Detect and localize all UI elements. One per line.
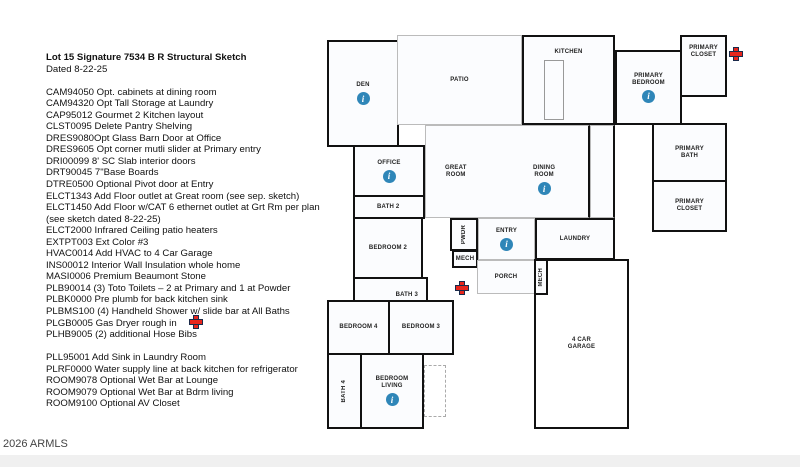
room-label: DEN [356, 82, 370, 88]
notes-date: Dated 8-22-25 [46, 63, 108, 75]
option-item: CAP95012 Gourmet 2 Kitchen layout [46, 109, 204, 121]
room-label: LAUNDRY [559, 235, 591, 242]
option-item: ELCT2000 Infrared Ceiling patio heaters [46, 225, 218, 237]
room-label: KITCHEN [554, 49, 583, 55]
room-office: OFFICE i [353, 145, 425, 197]
room-bedroom-living: BEDROOM LIVING i [360, 353, 424, 429]
option-item: HVAC0014 Add HVAC to 4 Car Garage [46, 248, 213, 260]
option-item: (see sketch dated 8-22-25) [46, 213, 161, 225]
copyright: 2026 ARMLS [3, 438, 68, 450]
room-primary-closet-top: PRIMARY CLOSET [680, 35, 727, 97]
room-bedroom4: BEDROOM 4 [327, 300, 390, 355]
info-icon[interactable]: i [385, 393, 399, 406]
room-label: BEDROOM LIVING [375, 376, 409, 389]
room-bath2: BATH 2 [353, 195, 425, 219]
footer-bar [0, 455, 800, 467]
option-item: PLGB0005 Gas Dryer rough in [46, 317, 177, 329]
room-great-dining [425, 125, 590, 218]
info-icon[interactable]: i [537, 182, 551, 195]
info-icon[interactable]: i [356, 92, 370, 105]
room-bedroom3: BEDROOM 3 [388, 300, 454, 355]
option-item: EXTPT003 Ext Color #3 [46, 236, 149, 248]
room-bedroom2: BEDROOM 2 [353, 217, 423, 279]
red-cross-marker-icon [189, 315, 203, 329]
option-item: PLHB9005 (2) additional Hose Bibs [46, 329, 197, 341]
room-primary-bath: PRIMARY BATH [652, 123, 727, 183]
option-item: CAM94320 Opt Tall Storage at Laundry [46, 98, 214, 110]
notes-title: Lot 15 Signature 7534 B R Structural Ske… [46, 52, 247, 63]
room-entry: ENTRY i [478, 218, 535, 260]
option-item: PLBMS100 (4) Handheld Shower w/ slide ba… [46, 306, 290, 318]
room-patio: PATIO [397, 35, 522, 125]
patio-outline [424, 365, 446, 417]
option-item: ROOM9100 Optional AV Closet [46, 398, 180, 410]
option-item: MASI0006 Premium Beaumont Stone [46, 271, 206, 283]
room-label: PRIMARY BEDROOM [632, 72, 665, 86]
room-label: BEDROOM 4 [339, 324, 378, 330]
room-primary-closet-bottom: PRIMARY CLOSET [652, 180, 727, 232]
red-cross-marker-icon [729, 47, 743, 61]
option-item: PLB90014 (3) Toto Toilets – 2 at Primary… [46, 282, 291, 294]
room-label: OFFICE [377, 159, 401, 166]
room-primary-bedroom: PRIMARY BEDROOM i [615, 50, 682, 125]
room-label: PRIMARY CLOSET [689, 45, 718, 58]
room-den: DEN i [327, 40, 399, 147]
room-bath3: BATH 3 [353, 277, 428, 302]
option-item: PLBK0000 Pre plumb for back kitchen sink [46, 294, 228, 306]
room-label: DINING ROOM [533, 165, 556, 178]
option-item: PLL95001 Add Sink in Laundry Room [46, 352, 207, 364]
option-item: ROOM9078 Optional Wet Bar at Lounge [46, 375, 219, 387]
room-label: PATIO [450, 76, 469, 83]
room-porch: PORCH [477, 260, 535, 294]
option-notes: Lot 15 Signature 7534 B R Structural Ske… [46, 52, 320, 410]
option-item: PLRF0000 Water supply line at back kitch… [46, 363, 298, 375]
room-label: GREAT ROOM [445, 165, 467, 178]
room-kitchen: KITCHEN [522, 35, 615, 125]
room-label: BATH 4 [341, 379, 347, 403]
room-mech-1: MECH [452, 250, 478, 268]
option-item: ELCT1450 Add Floor w/CAT 6 ethernet outl… [46, 202, 320, 214]
room-laundry: LAUNDRY [535, 218, 615, 260]
option-item: ROOM9079 Optional Wet Bar at Bdrm living [46, 386, 234, 398]
room-bath4: BATH 4 [327, 353, 362, 429]
room-garage: 4 CAR GARAGE [534, 259, 629, 429]
room-label: BATH 3 [395, 292, 418, 298]
info-icon[interactable]: i [500, 237, 513, 251]
room-pwdr: PWDR [450, 218, 478, 251]
room-label: PRIMARY BATH [675, 146, 704, 159]
option-item: DRES9080Opt Glass Barn Door at Office [46, 132, 222, 144]
room-label: BATH 2 [377, 203, 400, 210]
red-cross-marker-icon [455, 281, 469, 295]
option-item: ELCT1343 Add Floor outlet at Great room … [46, 190, 300, 202]
room-label: PORCH [494, 273, 518, 280]
room-dining-room: DINING ROOM i [533, 165, 555, 195]
room-label: PRIMARY CLOSET [675, 199, 704, 212]
room-great-room: GREAT ROOM [445, 165, 467, 179]
info-icon[interactable]: i [642, 89, 655, 103]
room-label: BEDROOM 2 [368, 244, 408, 251]
room-label: PWDR [460, 224, 467, 245]
room-label: BEDROOM 3 [401, 324, 441, 330]
option-item: DTRE0500 Optional Pivot door at Entry [46, 179, 214, 191]
room-label: 4 CAR GARAGE [567, 337, 596, 350]
option-item: INS00012 Interior Wall Insulation whole … [46, 259, 241, 271]
option-item: DRT90045 7"Base Boards [46, 167, 159, 179]
info-icon[interactable]: i [382, 169, 396, 183]
room-label: ENTRY [495, 227, 518, 234]
hall [590, 125, 615, 218]
option-item: DRI00099 8' SC Slab interior doors [46, 155, 196, 167]
option-item: CAM94050 Opt. cabinets at dining room [46, 86, 217, 98]
room-label: MECH [455, 255, 475, 262]
option-item: CLST0095 Delete Pantry Shelving [46, 121, 193, 133]
option-item: DRES9605 Opt corner mutli slider at Prim… [46, 144, 261, 156]
